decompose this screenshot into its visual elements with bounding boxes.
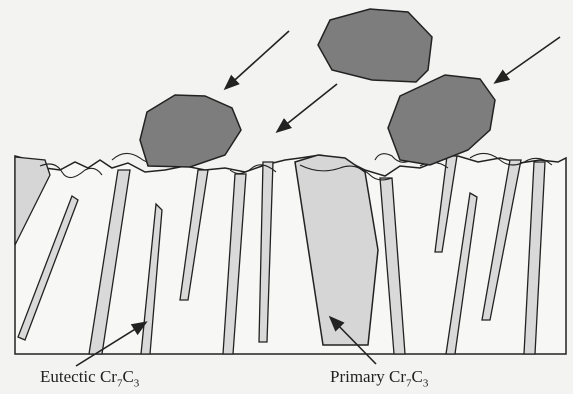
abrasive-particle <box>140 95 241 167</box>
abrasive-particle <box>388 75 495 165</box>
arrow <box>496 37 560 82</box>
arrow <box>278 84 337 131</box>
arrow <box>226 31 289 88</box>
abrasive-particles <box>140 9 495 167</box>
primary-label: Primary Cr7C3 <box>330 367 428 389</box>
abrasive-particle <box>318 9 432 82</box>
eutectic-label: Eutectic Cr7C3 <box>40 367 139 389</box>
